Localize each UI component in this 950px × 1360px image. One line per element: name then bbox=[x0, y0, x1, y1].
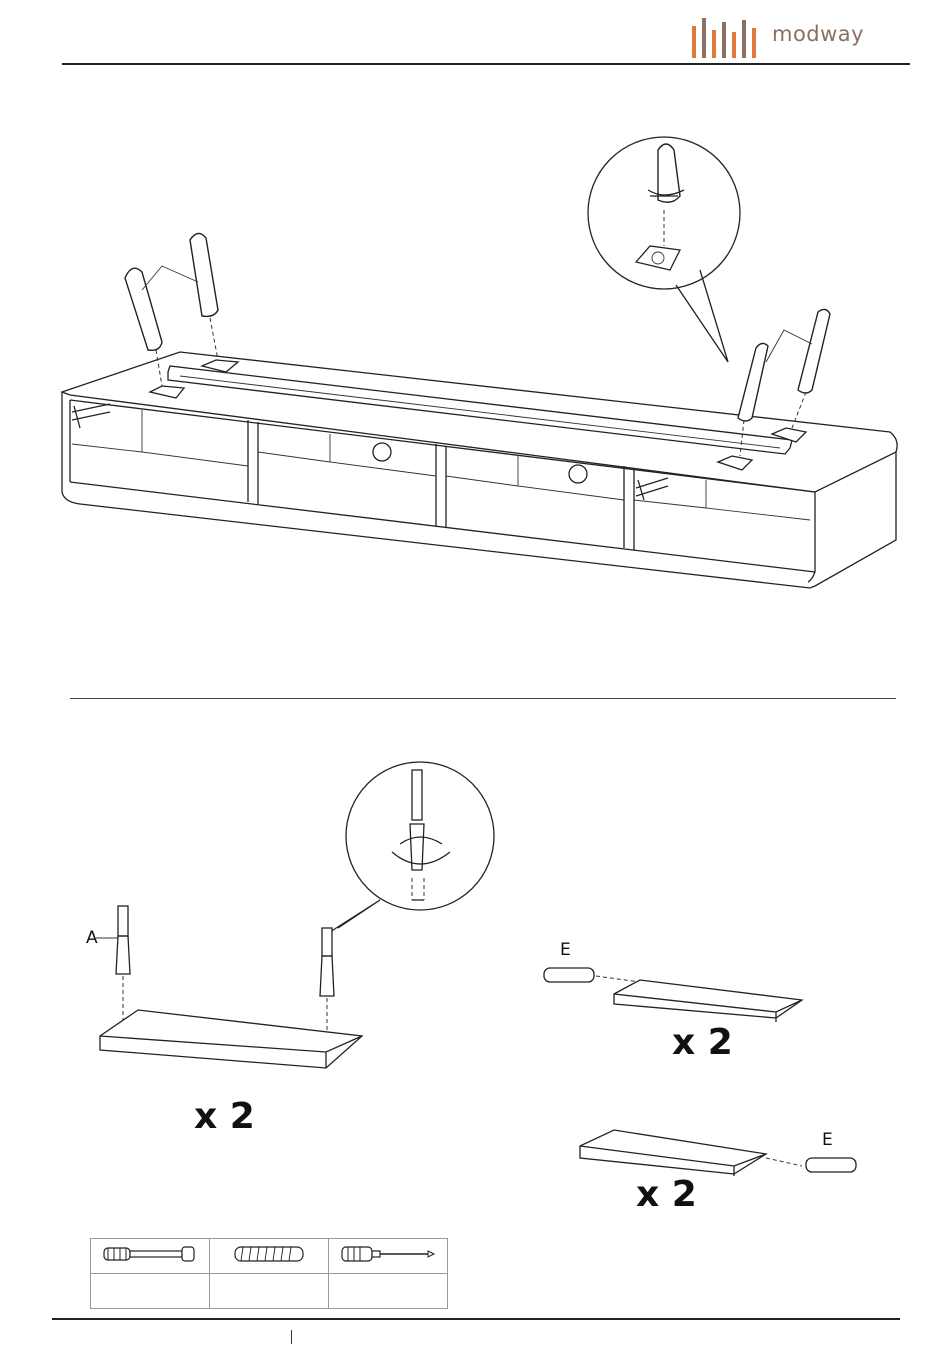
parts-qty-screwdriver bbox=[328, 1274, 447, 1309]
footer-rule bbox=[52, 1318, 900, 1320]
callout-label-e-top: E bbox=[560, 940, 571, 960]
parts-table bbox=[90, 1238, 448, 1309]
callout-label-a: A bbox=[86, 928, 98, 948]
parts-qty-cam-bolt bbox=[91, 1274, 210, 1309]
console-leg-assembly-drawing bbox=[0, 0, 950, 700]
multiplier-right-top: x 2 bbox=[672, 1022, 733, 1063]
parts-cell-cam-bolt bbox=[91, 1239, 210, 1274]
parts-qty-dowel bbox=[210, 1274, 328, 1309]
parts-cell-dowel bbox=[210, 1239, 328, 1274]
section-divider bbox=[70, 698, 896, 699]
callout-label-e-bottom: E bbox=[822, 1130, 833, 1150]
multiplier-left: x 2 bbox=[194, 1096, 255, 1137]
footer-tick bbox=[291, 1330, 292, 1344]
wood-dowel-icon bbox=[233, 1244, 305, 1264]
multiplier-right-bottom: x 2 bbox=[636, 1174, 697, 1215]
cam-bolt-icon bbox=[100, 1242, 200, 1266]
parts-cell-screwdriver bbox=[328, 1239, 447, 1274]
screwdriver-icon bbox=[338, 1243, 438, 1265]
dowel-panel-drawing bbox=[0, 960, 950, 1240]
